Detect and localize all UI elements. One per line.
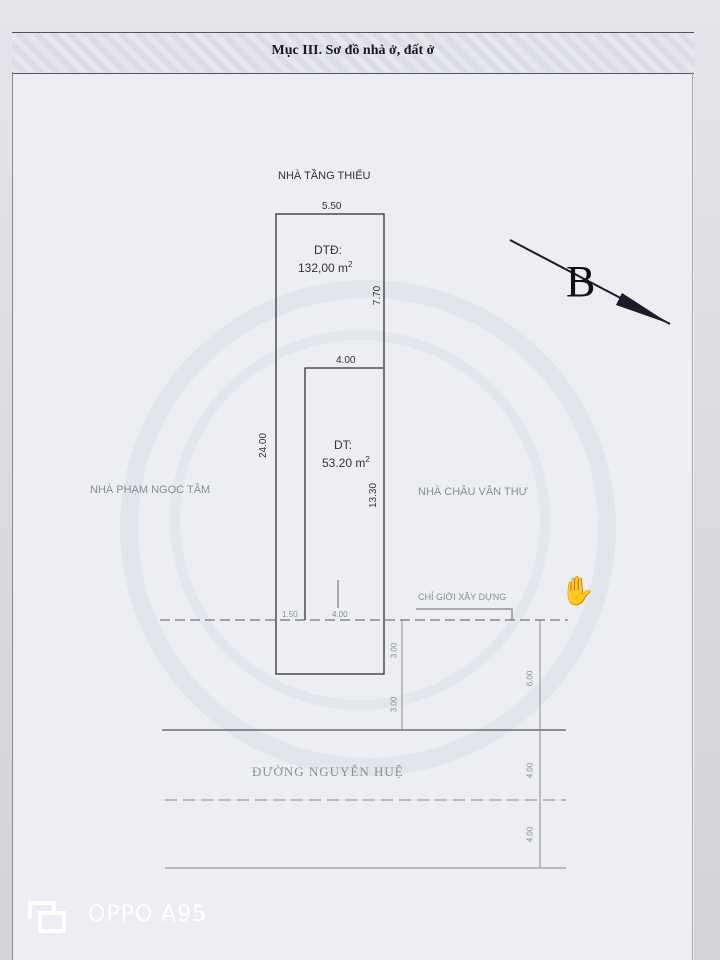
west-neighbor-label: NHÀ PHẠM NGỌC TÂM — [90, 484, 211, 496]
house-area-label: DT: — [334, 438, 352, 452]
camera-model-label: OPPO A95 — [88, 902, 208, 927]
front-width-dimension: 4.00 — [332, 610, 348, 619]
seal-watermark-inner — [170, 330, 550, 710]
setback-dimension: 1.50 — [282, 610, 298, 619]
road-dimension-c: 4.00 — [525, 826, 535, 843]
total-depth-dimension: 24.00 — [258, 432, 270, 459]
road-dimension-a: 6.00 — [525, 670, 535, 687]
north-neighbor-label: NHÀ TẦNG THIỂU — [278, 170, 371, 182]
north-direction-letter: B — [566, 257, 596, 306]
house-area-value: 53.20 m2 — [322, 455, 370, 470]
section-header-band: Mục III. Sơ đồ nhà ở, đất ở — [12, 32, 694, 74]
house-footprint-outline — [304, 367, 383, 620]
land-area-label: DTĐ: — [314, 243, 342, 257]
land-lot-outline — [275, 213, 385, 675]
page-frame-right — [692, 72, 693, 960]
street-name-label: ĐƯỜNG NGUYỄN HUỆ — [252, 764, 404, 779]
camera-brand-icon — [28, 901, 66, 933]
upper-side-dimension: 7.70 — [372, 285, 384, 306]
building-line-label: CHỈ GIỚI XÂY DỰNG — [418, 592, 507, 602]
land-area-value: 132,00 m2 — [298, 260, 353, 275]
road-dimension-b: 4.00 — [525, 762, 535, 779]
building-line-leader — [416, 608, 513, 620]
house-depth-dimension: 13.30 — [368, 482, 380, 509]
hand-cursor-icon: ✋ — [560, 575, 595, 606]
house-area-unit-exponent: 2 — [365, 455, 370, 464]
north-arrow-head — [616, 293, 670, 324]
land-area-unit-exponent: 2 — [348, 260, 353, 269]
top-width-dimension: 5.50 — [322, 201, 342, 212]
house-width-dimension: 4.00 — [336, 355, 356, 366]
page-frame-left — [12, 72, 13, 960]
sidewalk-dimension-b: 3.00 — [389, 696, 399, 713]
section-title: Mục III. Sơ đồ nhà ở, đất ở — [271, 43, 435, 58]
sidewalk-dimension-a: 3.00 — [389, 642, 399, 659]
east-neighbor-label: NHÀ CHÂU VĂN THƯ — [418, 486, 529, 498]
